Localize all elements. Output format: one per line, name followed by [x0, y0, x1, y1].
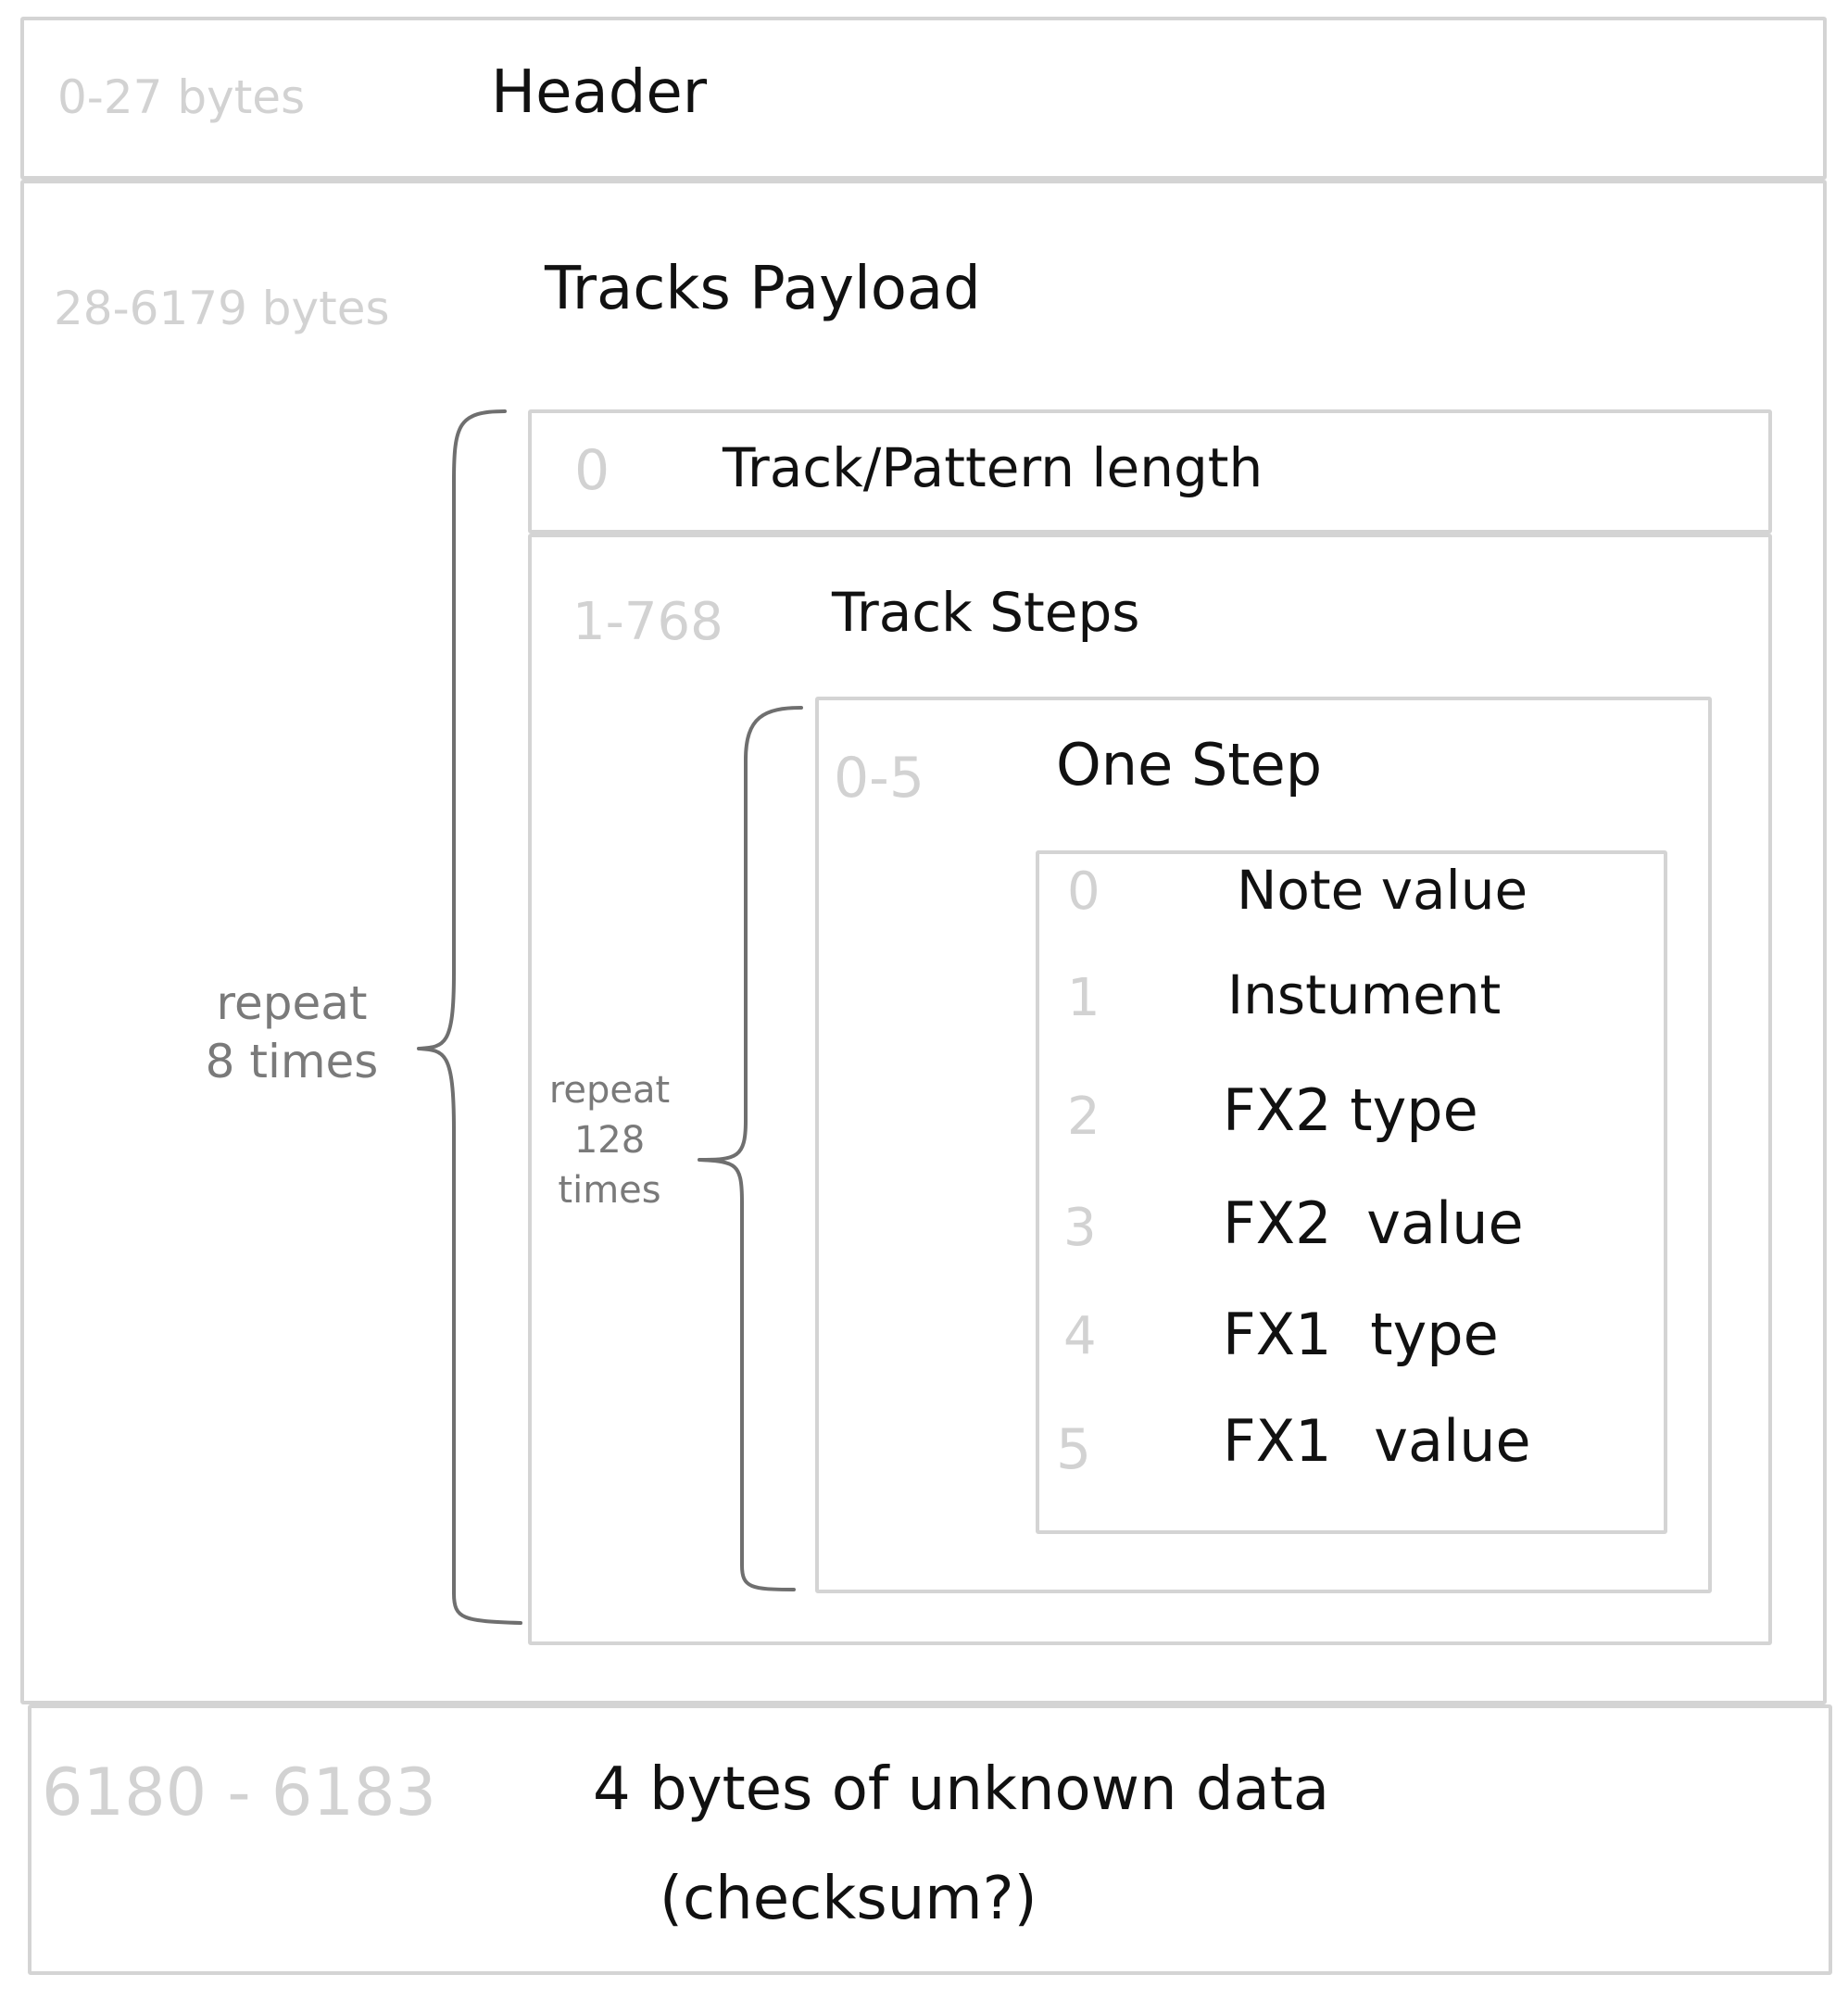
checksum-section	[28, 1704, 1832, 1975]
checksum-subtitle: (checksum?)	[660, 1865, 1037, 1933]
track-steps-box	[528, 534, 1772, 1645]
checksum-title: 4 bytes of unknown data	[593, 1755, 1330, 1824]
step-field-name: Instument	[1227, 963, 1502, 1026]
step-field-index: 2	[1067, 1087, 1100, 1147]
step-field-index: 1	[1067, 968, 1100, 1028]
step-field-name: FX1 value	[1223, 1407, 1531, 1475]
track-steps-offset: 1-768	[572, 592, 723, 652]
track-steps-title: Track Steps	[832, 581, 1140, 644]
step-field-index: 3	[1063, 1198, 1097, 1258]
step-field-index: 4	[1063, 1306, 1097, 1366]
track-length-offset: 0	[574, 438, 610, 503]
one-step-box	[815, 697, 1712, 1593]
checksum-offset: 6180 - 6183	[42, 1754, 437, 1830]
tracks-payload-section	[20, 180, 1827, 1704]
one-step-title: One Step	[1056, 731, 1323, 799]
step-field-index: 0	[1067, 861, 1100, 922]
header-offset: 0-27 bytes	[57, 70, 306, 124]
step-field-name: FX2 value	[1223, 1189, 1524, 1257]
one-step-offset: 0-5	[834, 746, 924, 811]
repeat-8-label: repeat 8 times	[205, 976, 379, 1088]
payload-title: Tracks Payload	[545, 255, 981, 323]
payload-offset: 28-6179 bytes	[54, 282, 390, 335]
repeat-8-brace	[417, 409, 522, 1625]
track-length-box	[528, 409, 1772, 534]
step-field-name: Note value	[1237, 859, 1528, 922]
step-field-name: FX2 type	[1223, 1076, 1478, 1144]
step-field-index: 5	[1056, 1417, 1092, 1482]
step-fields-box	[1036, 850, 1667, 1534]
step-field-name: FX1 type	[1223, 1301, 1499, 1368]
repeat-128-label: repeat 128 times	[548, 1069, 671, 1212]
track-length-title: Track/Pattern length	[723, 436, 1263, 499]
header-title: Header	[491, 58, 708, 127]
header-section	[20, 17, 1827, 180]
repeat-128-brace	[698, 706, 803, 1591]
